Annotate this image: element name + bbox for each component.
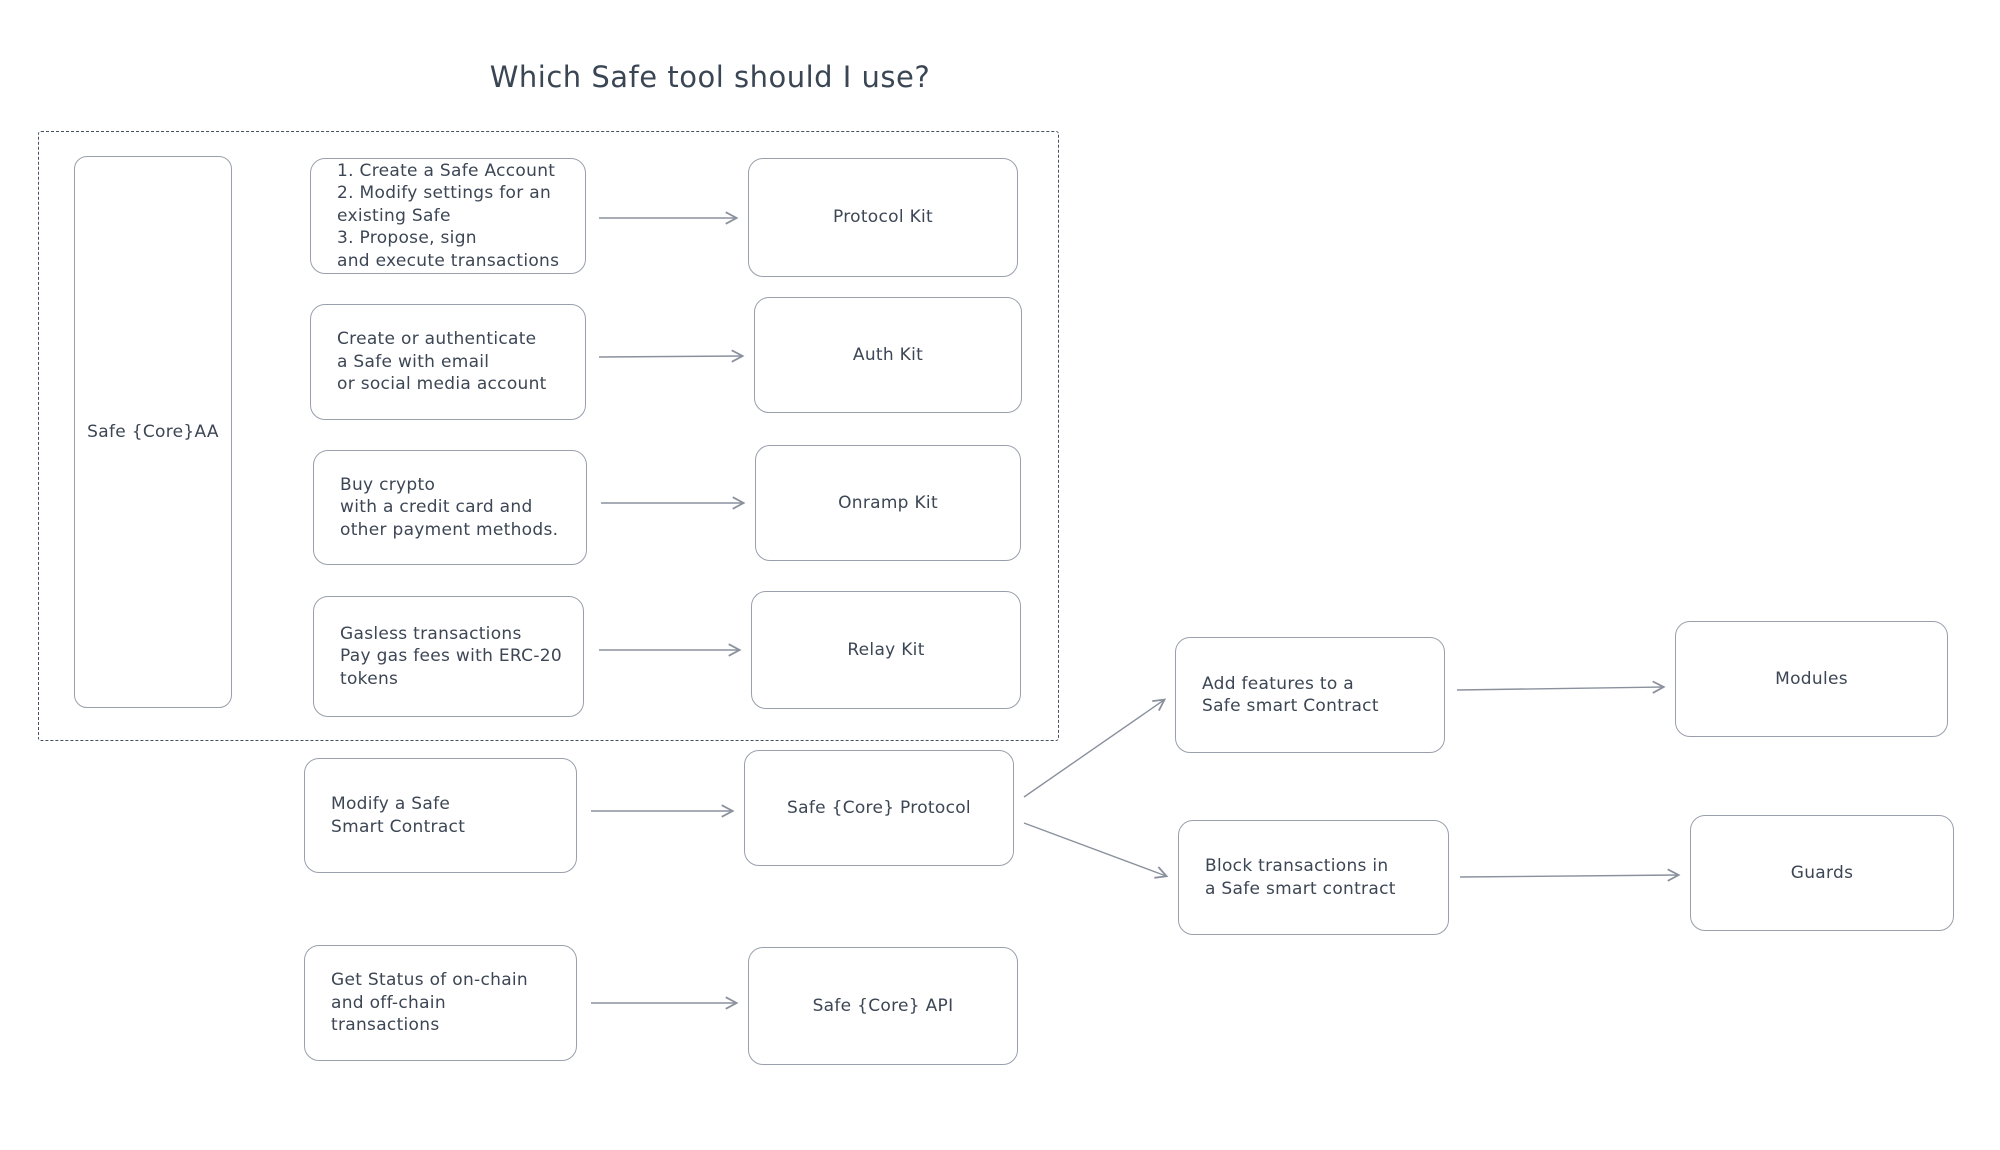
create-authenticate-text: Create or authenticate a Safe with email… bbox=[337, 329, 547, 395]
arrow-block-transactions-to-guards bbox=[1459, 868, 1681, 882]
block-transactions-text: Block transactions in a Safe smart contr… bbox=[1205, 856, 1396, 899]
auth-kit-label: Auth Kit bbox=[852, 344, 924, 365]
gasless-transactions-box: Gasless transactions Pay gas fees with E… bbox=[313, 596, 584, 717]
modules-box: Modules bbox=[1675, 621, 1948, 737]
create-safe-account-text: 1. Create a Safe Account 2. Modify setti… bbox=[337, 160, 560, 271]
onramp-kit-box: Onramp Kit bbox=[755, 445, 1021, 561]
gasless-transactions-text: Gasless transactions Pay gas fees with E… bbox=[340, 623, 563, 689]
modules-label: Modules bbox=[1775, 668, 1848, 689]
safe-core-aa-group bbox=[38, 131, 1059, 741]
arrow-protocol-to-block-transactions bbox=[1023, 822, 1169, 879]
create-safe-account-box: 1. Create a Safe Account 2. Modify setti… bbox=[310, 158, 586, 274]
buy-crypto-text: Buy crypto with a credit card and other … bbox=[340, 474, 559, 540]
auth-kit-box: Auth Kit bbox=[754, 297, 1022, 413]
modify-safe-text: Modify a Safe Smart Contract bbox=[331, 794, 466, 837]
arrow-add-features-to-modules bbox=[1456, 680, 1666, 694]
safe-core-protocol-box: Safe {Core} Protocol bbox=[744, 750, 1014, 866]
add-features-box: Add features to a Safe smart Contract bbox=[1175, 637, 1445, 753]
safe-core-aa-label: Safe {Core}AA bbox=[87, 422, 219, 442]
add-features-text: Add features to a Safe smart Contract bbox=[1202, 673, 1379, 716]
block-transactions-box: Block transactions in a Safe smart contr… bbox=[1178, 820, 1449, 935]
modify-safe-box: Modify a Safe Smart Contract bbox=[304, 758, 577, 873]
onramp-kit-label: Onramp Kit bbox=[838, 492, 938, 513]
safe-core-protocol-label: Safe {Core} Protocol bbox=[787, 797, 971, 818]
guards-box: Guards bbox=[1690, 815, 1954, 931]
get-status-box: Get Status of on-chain and off-chain tra… bbox=[304, 945, 577, 1061]
protocol-kit-box: Protocol Kit bbox=[748, 158, 1018, 277]
protocol-kit-label: Protocol Kit bbox=[832, 207, 934, 228]
buy-crypto-box: Buy crypto with a credit card and other … bbox=[313, 450, 587, 565]
create-authenticate-box: Create or authenticate a Safe with email… bbox=[310, 304, 586, 420]
relay-kit-label: Relay Kit bbox=[847, 639, 925, 660]
safe-core-aa-box: Safe {Core}AA bbox=[74, 156, 232, 708]
guards-label: Guards bbox=[1790, 862, 1854, 883]
safe-core-api-box: Safe {Core} API bbox=[748, 947, 1018, 1065]
relay-kit-box: Relay Kit bbox=[751, 591, 1021, 709]
diagram-title: Which Safe tool should I use? bbox=[489, 60, 931, 94]
safe-core-api-label: Safe {Core} API bbox=[812, 995, 954, 1016]
get-status-text: Get Status of on-chain and off-chain tra… bbox=[331, 970, 529, 1036]
